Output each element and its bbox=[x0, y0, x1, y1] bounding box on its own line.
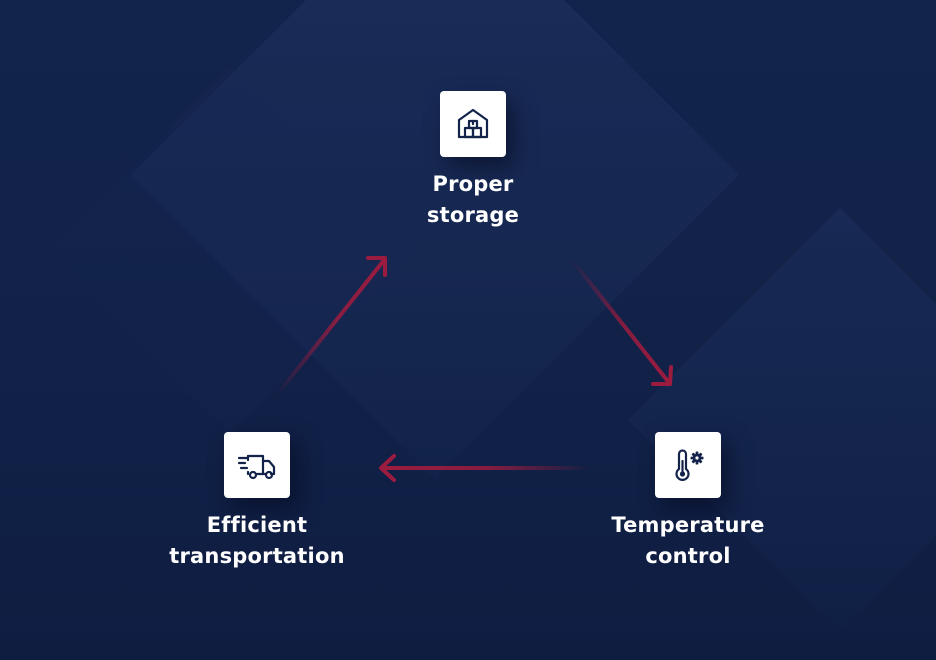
node-proper-storage: Proper storage bbox=[343, 91, 603, 231]
thermometer-gear-icon bbox=[675, 449, 704, 481]
transport-icon-card bbox=[224, 432, 290, 498]
arrow-transport-to-storage bbox=[274, 256, 387, 398]
warehouse-icon bbox=[457, 108, 489, 139]
arrow-temperature-to-transport bbox=[379, 454, 594, 482]
arrow-storage-to-temperature bbox=[570, 258, 673, 386]
node-label: Proper storage bbox=[426, 172, 520, 227]
temperature-icon-card bbox=[655, 432, 721, 498]
node-label: Efficient transportation bbox=[169, 513, 345, 568]
node-label: Temperature control bbox=[611, 513, 765, 568]
delivery-truck-icon bbox=[237, 454, 276, 480]
node-efficient-transportation: Efficient transportation bbox=[127, 432, 387, 572]
node-temperature-control: Temperature control bbox=[558, 432, 818, 572]
storage-icon-card bbox=[440, 91, 506, 157]
